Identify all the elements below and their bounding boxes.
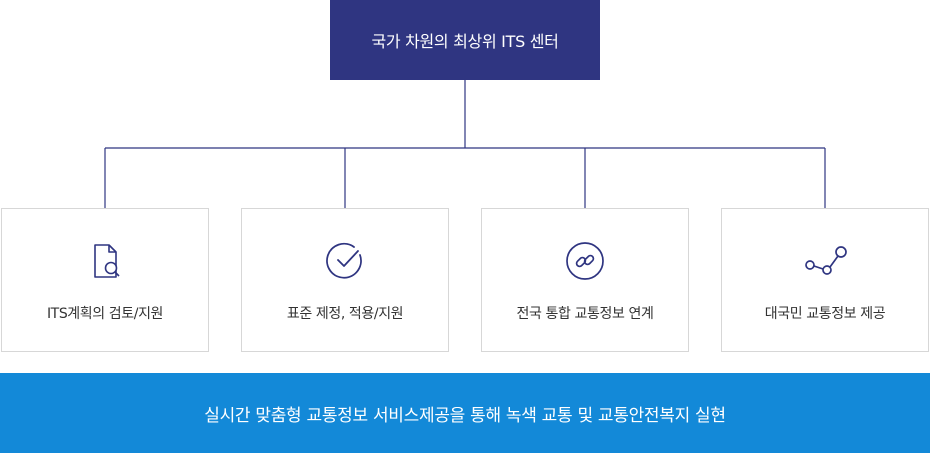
bottom-goal-bar: 실시간 맞춤형 교통정보 서비스제공을 통해 녹색 교통 및 교통안전복지 실현	[0, 373, 930, 453]
bottom-goal-text: 실시간 맞춤형 교통정보 서비스제공을 통해 녹색 교통 및 교통안전복지 실현	[204, 405, 726, 426]
card-label: ITS계획의 검토/지원	[46, 306, 164, 322]
route-nodes-icon	[805, 246, 847, 275]
card-its-plan-review: ITS계획의 검토/지원	[1, 208, 209, 352]
card-label: 전국 통합 교통정보 연계	[516, 306, 654, 322]
check-circle-icon	[326, 242, 362, 279]
document-search-icon	[94, 244, 120, 278]
card-national-traffic-link: 전국 통합 교통정보 연계	[481, 208, 689, 352]
card-label: 표준 제정, 적용/지원	[286, 306, 404, 322]
top-center-title: 국가 차원의 최상위 ITS 센터	[371, 32, 559, 51]
card-public-traffic-info: 대국민 교통정보 제공	[721, 208, 929, 352]
top-center-box: 국가 차원의 최상위 ITS 센터	[330, 0, 600, 80]
card-standard-support: 표준 제정, 적용/지원	[241, 208, 449, 352]
link-icon	[566, 242, 604, 280]
card-label: 대국민 교통정보 제공	[764, 306, 886, 322]
